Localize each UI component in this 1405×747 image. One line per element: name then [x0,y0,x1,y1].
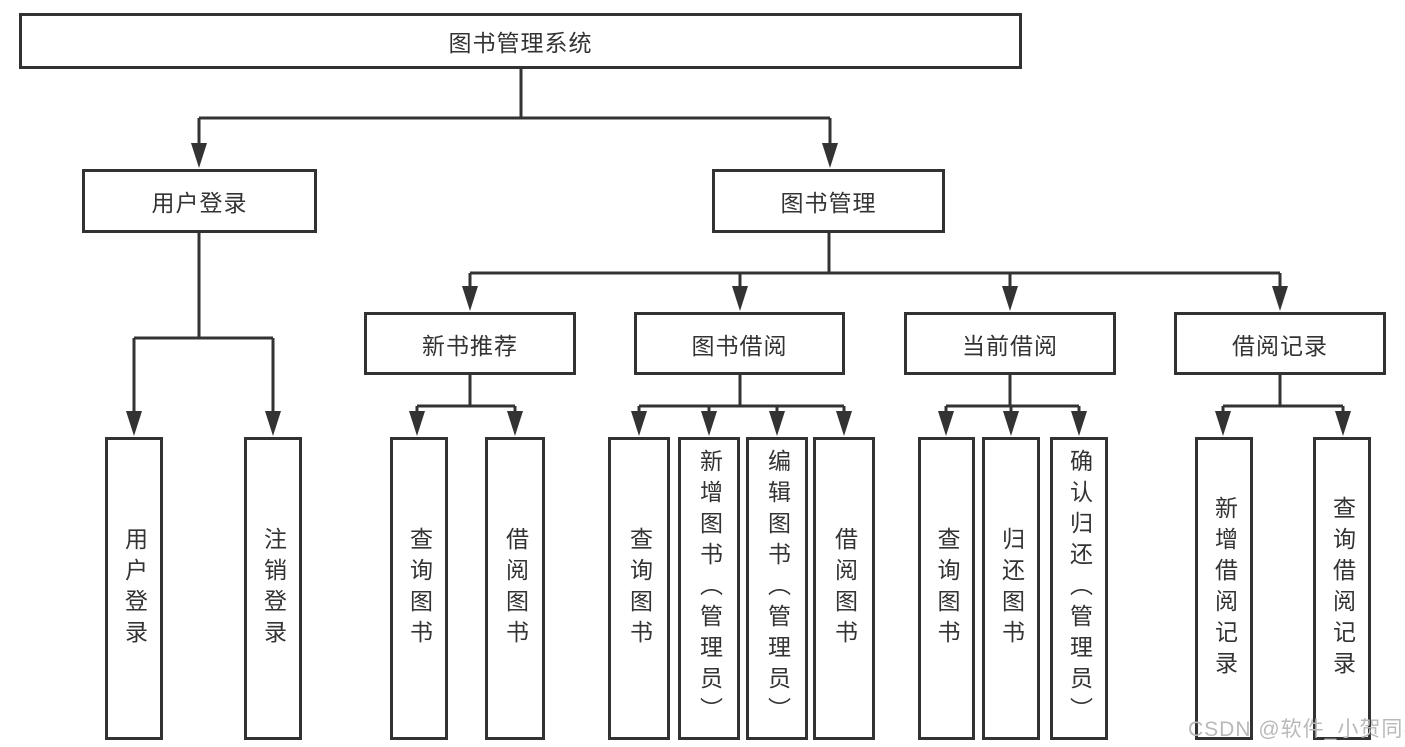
leaf-current-confirm-return-admin-label: 确认归还（管理员） [1066,449,1093,728]
node-new-book-recommend: 新书推荐 [364,312,576,375]
csdn-watermark: CSDN @软件_小贺同学 [1188,718,1405,741]
leaf-recommend-query-books: 查询图书 [390,437,448,740]
node-user-login-label: 用户登录 [151,190,248,216]
node-root-label: 图书管理系统 [448,30,593,56]
leaf-recommend-borrow-books-label: 借阅图书 [502,526,529,651]
leaf-recommend-borrow-books: 借阅图书 [485,437,545,740]
node-root: 图书管理系统 [19,13,1022,69]
leaf-user-login-label: 用户登录 [121,526,148,651]
leaf-borrow-borrow-books: 借阅图书 [813,437,875,740]
leaf-records-query-record: 查询借阅记录 [1313,437,1371,740]
node-current-borrow-label: 当前借阅 [962,332,1058,359]
node-book-borrow-label: 图书借阅 [691,332,788,359]
leaf-logout: 注销登录 [244,437,302,740]
node-borrow-records-label: 借阅记录 [1232,332,1328,359]
node-borrow-records: 借阅记录 [1174,312,1386,375]
leaf-borrow-query-books-label: 查询图书 [626,526,653,651]
leaf-borrow-add-books-admin-label: 新增图书（管理员） [696,449,723,728]
node-book-management-label: 图书管理 [780,190,877,216]
node-new-book-recommend-label: 新书推荐 [422,332,518,359]
leaf-recommend-query-books-label: 查询图书 [406,526,433,651]
leaf-records-add-record-label: 新增借阅记录 [1211,495,1238,682]
leaf-user-login: 用户登录 [105,437,163,740]
leaf-records-add-record: 新增借阅记录 [1195,437,1253,740]
leaf-borrow-edit-books-admin-label: 编辑图书（管理员） [764,449,791,728]
leaf-current-confirm-return-admin: 确认归还（管理员） [1050,437,1108,740]
leaf-borrow-query-books: 查询图书 [608,437,670,740]
leaf-borrow-edit-books-admin: 编辑图书（管理员） [746,437,808,740]
leaf-current-query-books: 查询图书 [918,437,975,740]
node-book-borrow: 图书借阅 [634,312,845,375]
leaf-current-return-books-label: 归还图书 [998,526,1025,651]
leaf-records-query-record-label: 查询借阅记录 [1329,495,1356,682]
node-book-management: 图书管理 [712,169,945,233]
leaf-current-return-books: 归还图书 [982,437,1040,740]
leaf-borrow-borrow-books-label: 借阅图书 [831,526,858,651]
node-current-borrow: 当前借阅 [904,312,1116,375]
leaf-current-query-books-label: 查询图书 [934,526,960,651]
leaf-borrow-add-books-admin: 新增图书（管理员） [678,437,740,740]
node-user-login: 用户登录 [82,169,317,233]
leaf-logout-label: 注销登录 [260,526,287,651]
